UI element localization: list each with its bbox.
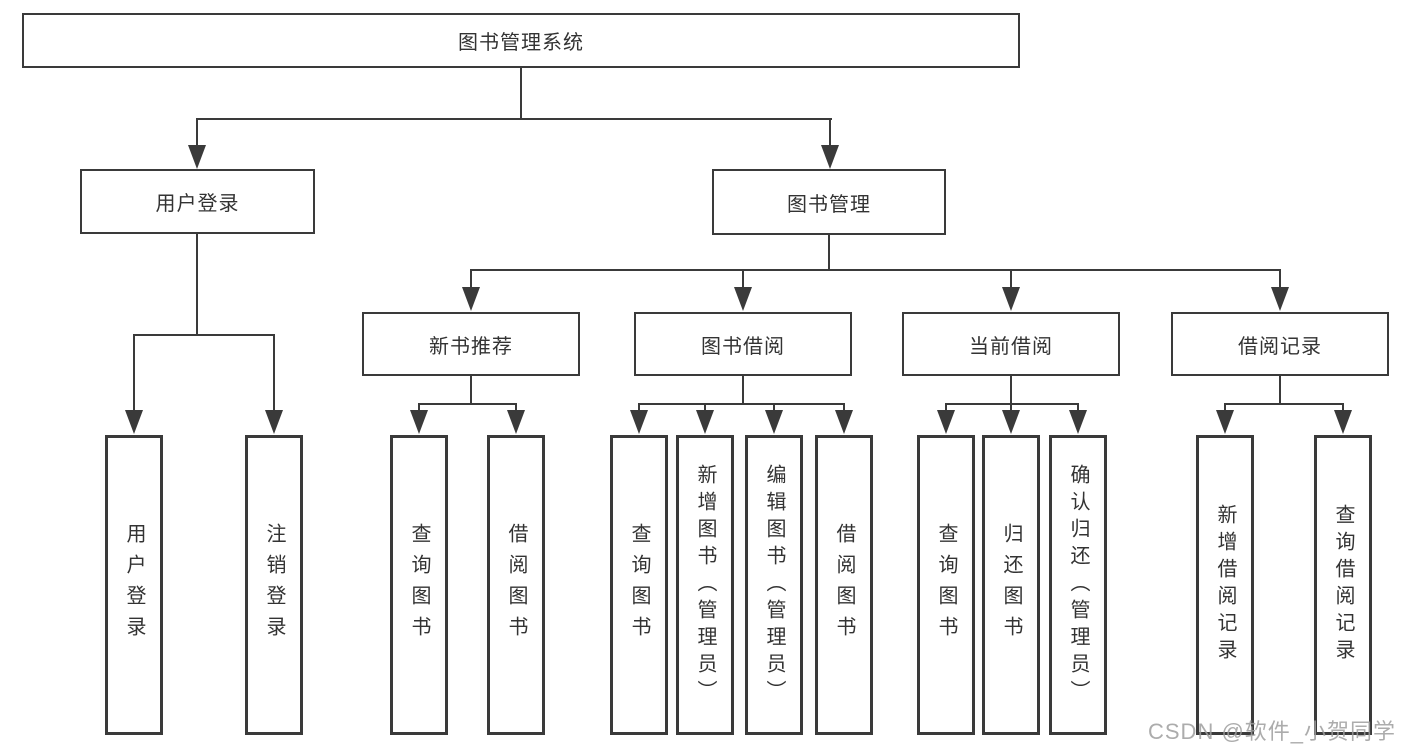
leaf-query-books-2: 查询图书 bbox=[610, 435, 668, 735]
tree-line bbox=[133, 334, 275, 336]
leaf-borrow-books-2-label: 借阅图书 bbox=[833, 523, 855, 647]
node-root-label: 图书管理系统 bbox=[458, 32, 584, 54]
tree-line bbox=[1224, 403, 1226, 412]
tree-line bbox=[470, 269, 472, 289]
arrowhead-down bbox=[821, 145, 839, 169]
leaf-confirm-return-admin: 确认归还（管理员） bbox=[1049, 435, 1107, 735]
node-new-book-recommend: 新书推荐 bbox=[362, 312, 580, 376]
node-current-borrow-label: 当前借阅 bbox=[969, 335, 1053, 358]
tree-line bbox=[638, 403, 640, 412]
csdn-watermark: CSDN @软件_小贺同学 bbox=[1148, 719, 1397, 744]
tree-line bbox=[470, 269, 1281, 271]
leaf-user-login: 用户登录 bbox=[105, 435, 163, 735]
node-current-borrow: 当前借阅 bbox=[902, 312, 1120, 376]
tree-line bbox=[945, 403, 947, 412]
tree-line bbox=[1342, 403, 1344, 412]
node-book-borrow-label: 图书借阅 bbox=[701, 335, 785, 358]
tree-line bbox=[470, 376, 472, 405]
node-book-borrow: 图书借阅 bbox=[634, 312, 852, 376]
arrowhead-down bbox=[630, 410, 648, 434]
leaf-edit-books-admin-label: 编辑图书（管理员） bbox=[763, 463, 785, 707]
tree-line bbox=[742, 269, 744, 289]
node-book-management: 图书管理 bbox=[712, 169, 946, 235]
node-borrow-records-label: 借阅记录 bbox=[1238, 335, 1322, 358]
tree-line bbox=[418, 403, 517, 405]
tree-line bbox=[515, 403, 517, 412]
leaf-return-books-label: 归还图书 bbox=[1000, 523, 1022, 647]
tree-line bbox=[273, 334, 275, 411]
leaf-query-books-3-label: 查询图书 bbox=[935, 523, 957, 647]
leaf-user-login-label: 用户登录 bbox=[123, 523, 145, 647]
tree-line bbox=[638, 403, 845, 405]
arrowhead-down bbox=[937, 410, 955, 434]
arrowhead-down bbox=[1271, 287, 1289, 311]
leaf-add-books-admin-label: 新增图书（管理员） bbox=[694, 463, 716, 707]
tree-line bbox=[1279, 376, 1281, 405]
leaf-add-borrow-record-label: 新增借阅记录 bbox=[1214, 504, 1236, 666]
arrowhead-down bbox=[1002, 287, 1020, 311]
leaf-borrow-books-2: 借阅图书 bbox=[815, 435, 873, 735]
leaf-query-borrow-record: 查询借阅记录 bbox=[1314, 435, 1372, 735]
node-user-login: 用户登录 bbox=[80, 169, 315, 234]
node-user-login-label: 用户登录 bbox=[155, 193, 240, 215]
leaf-query-borrow-record-label: 查询借阅记录 bbox=[1332, 504, 1354, 666]
leaf-add-borrow-record: 新增借阅记录 bbox=[1196, 435, 1254, 735]
tree-line bbox=[196, 118, 198, 147]
leaf-query-books-1-label: 查询图书 bbox=[408, 523, 430, 647]
arrowhead-down bbox=[188, 145, 206, 169]
arrowhead-down bbox=[125, 410, 143, 434]
tree-line bbox=[133, 334, 135, 411]
leaf-return-books: 归还图书 bbox=[982, 435, 1040, 735]
arrowhead-down bbox=[1334, 410, 1352, 434]
arrowhead-down bbox=[507, 410, 525, 434]
leaf-logout-label: 注销登录 bbox=[263, 523, 285, 647]
leaf-logout: 注销登录 bbox=[245, 435, 303, 735]
tree-line bbox=[843, 403, 845, 412]
tree-line bbox=[945, 403, 1079, 405]
arrowhead-down bbox=[765, 410, 783, 434]
arrowhead-down bbox=[265, 410, 283, 434]
leaf-query-books-3: 查询图书 bbox=[917, 435, 975, 735]
node-borrow-records: 借阅记录 bbox=[1171, 312, 1389, 376]
arrowhead-down bbox=[1069, 410, 1087, 434]
tree-line bbox=[1077, 403, 1079, 412]
tree-line bbox=[742, 376, 744, 405]
tree-line bbox=[828, 235, 830, 271]
node-book-management-label: 图书管理 bbox=[787, 193, 871, 216]
node-root: 图书管理系统 bbox=[22, 13, 1020, 68]
arrowhead-down bbox=[1216, 410, 1234, 434]
arrowhead-down bbox=[835, 410, 853, 434]
leaf-add-books-admin: 新增图书（管理员） bbox=[676, 435, 734, 735]
tree-line bbox=[773, 403, 775, 412]
tree-line bbox=[1010, 403, 1012, 412]
leaf-edit-books-admin: 编辑图书（管理员） bbox=[745, 435, 803, 735]
tree-line bbox=[1279, 269, 1281, 289]
arrowhead-down bbox=[1002, 410, 1020, 434]
arrowhead-down bbox=[410, 410, 428, 434]
arrowhead-down bbox=[734, 287, 752, 311]
leaf-borrow-books-1-label: 借阅图书 bbox=[505, 523, 527, 647]
leaf-query-books-2-label: 查询图书 bbox=[628, 523, 650, 647]
leaf-query-books-1: 查询图书 bbox=[390, 435, 448, 735]
leaf-confirm-return-admin-label: 确认归还（管理员） bbox=[1067, 463, 1089, 707]
leaf-borrow-books-1: 借阅图书 bbox=[487, 435, 545, 735]
tree-line bbox=[829, 118, 831, 147]
tree-line bbox=[196, 118, 832, 120]
node-new-book-recommend-label: 新书推荐 bbox=[429, 335, 513, 358]
tree-line bbox=[704, 403, 706, 412]
tree-line bbox=[1010, 376, 1012, 405]
tree-line bbox=[1010, 269, 1012, 289]
tree-line bbox=[418, 403, 420, 412]
tree-line bbox=[1224, 403, 1344, 405]
arrowhead-down bbox=[696, 410, 714, 434]
tree-line bbox=[520, 68, 522, 120]
arrowhead-down bbox=[462, 287, 480, 311]
tree-line bbox=[196, 234, 198, 336]
